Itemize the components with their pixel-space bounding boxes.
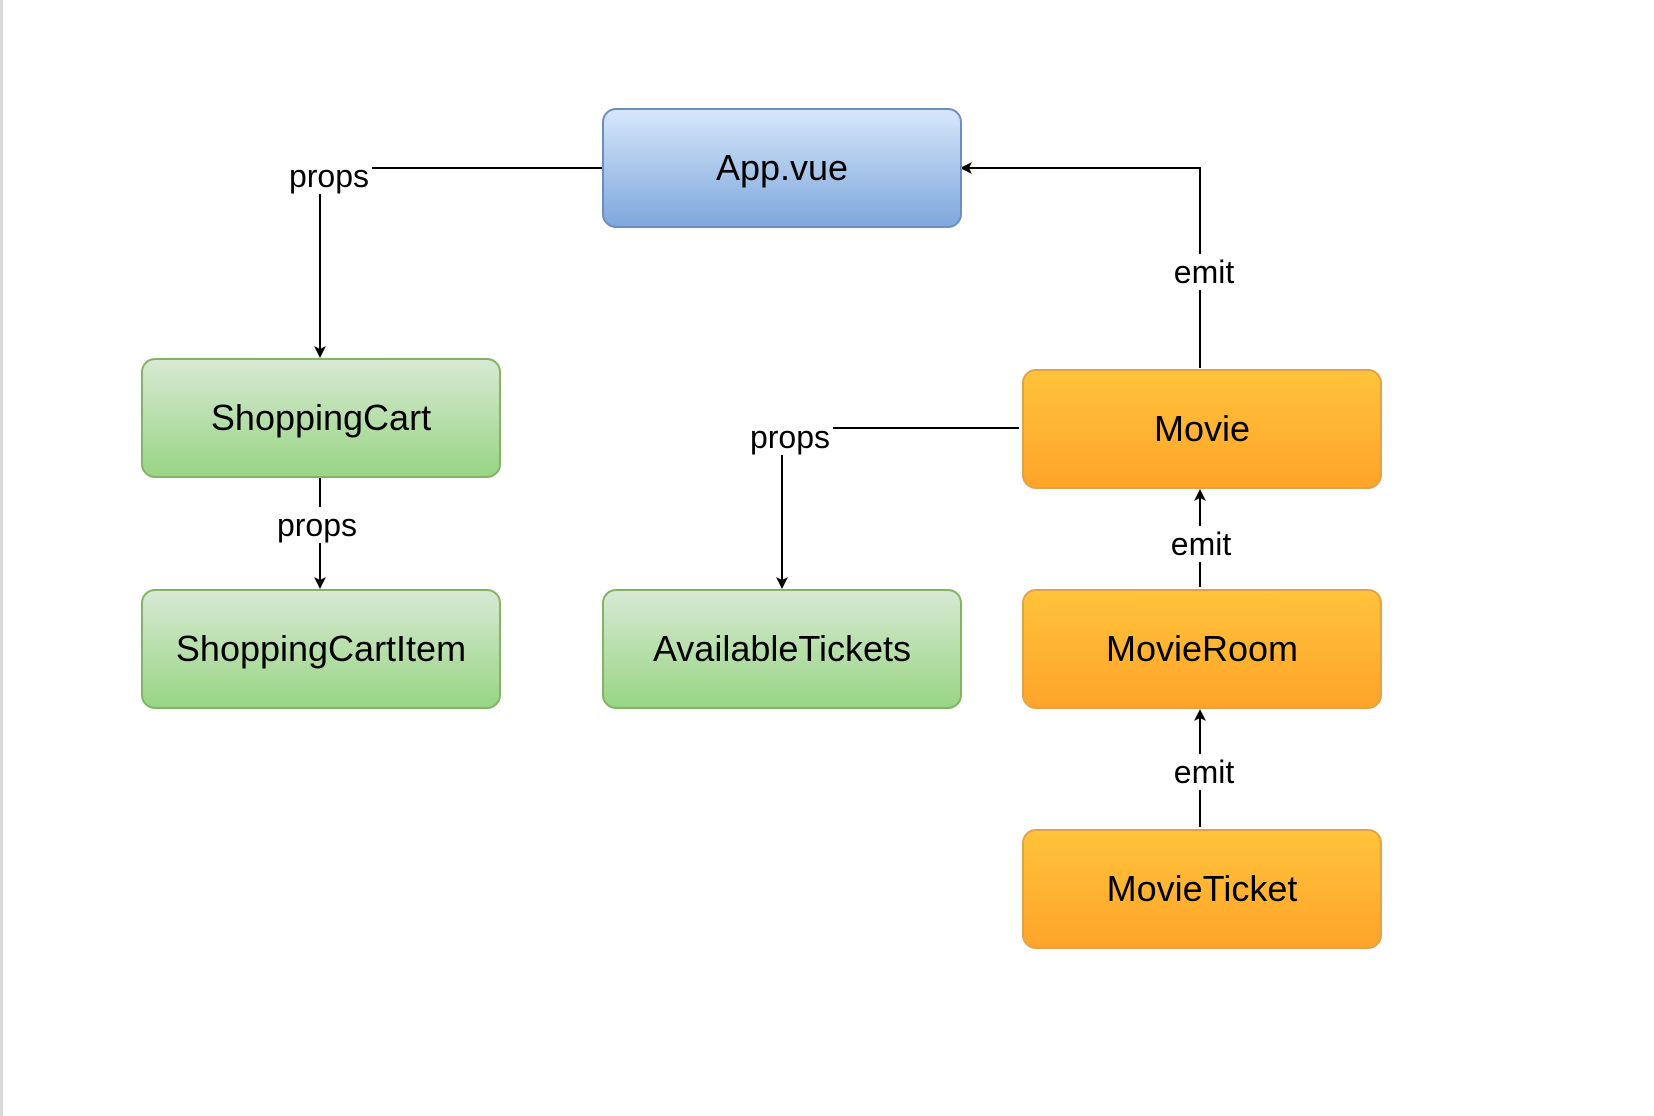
node-movie-room[interactable]: MovieRoom [1022, 589, 1382, 709]
node-movie-ticket-label: MovieTicket [1106, 868, 1298, 909]
edge-label-movie-to-app: emit [1170, 254, 1238, 290]
node-shopping-cart-item-label: ShoppingCartItem [175, 628, 467, 669]
node-shopping-cart-item[interactable]: ShoppingCartItem [141, 589, 501, 709]
edge-app-to-shopping-cart [314, 167, 602, 358]
node-movie-ticket[interactable]: MovieTicket [1022, 829, 1382, 949]
edge-label-movie-to-available-tickets: props [746, 419, 834, 455]
node-app-vue[interactable]: App.vue [602, 108, 962, 228]
edge-label-movie-ticket-to-movie-room: emit [1170, 754, 1238, 790]
edge-label-movie-room-to-movie: emit [1167, 526, 1235, 562]
node-movie-label: Movie [1153, 408, 1251, 449]
node-movie-room-label: MovieRoom [1105, 628, 1299, 669]
node-app-vue-label: App.vue [715, 147, 849, 188]
left-border [0, 0, 3, 1116]
node-shopping-cart[interactable]: ShoppingCart [141, 358, 501, 478]
node-shopping-cart-label: ShoppingCart [210, 397, 432, 438]
edge-movie-to-app [960, 162, 1201, 368]
edge-label-app-to-shopping-cart: props [285, 158, 373, 194]
node-available-tickets-label: AvailableTickets [652, 628, 912, 669]
edge-label-shopping-cart-to-item: props [273, 507, 361, 543]
node-available-tickets[interactable]: AvailableTickets [602, 589, 962, 709]
node-movie[interactable]: Movie [1022, 369, 1382, 489]
